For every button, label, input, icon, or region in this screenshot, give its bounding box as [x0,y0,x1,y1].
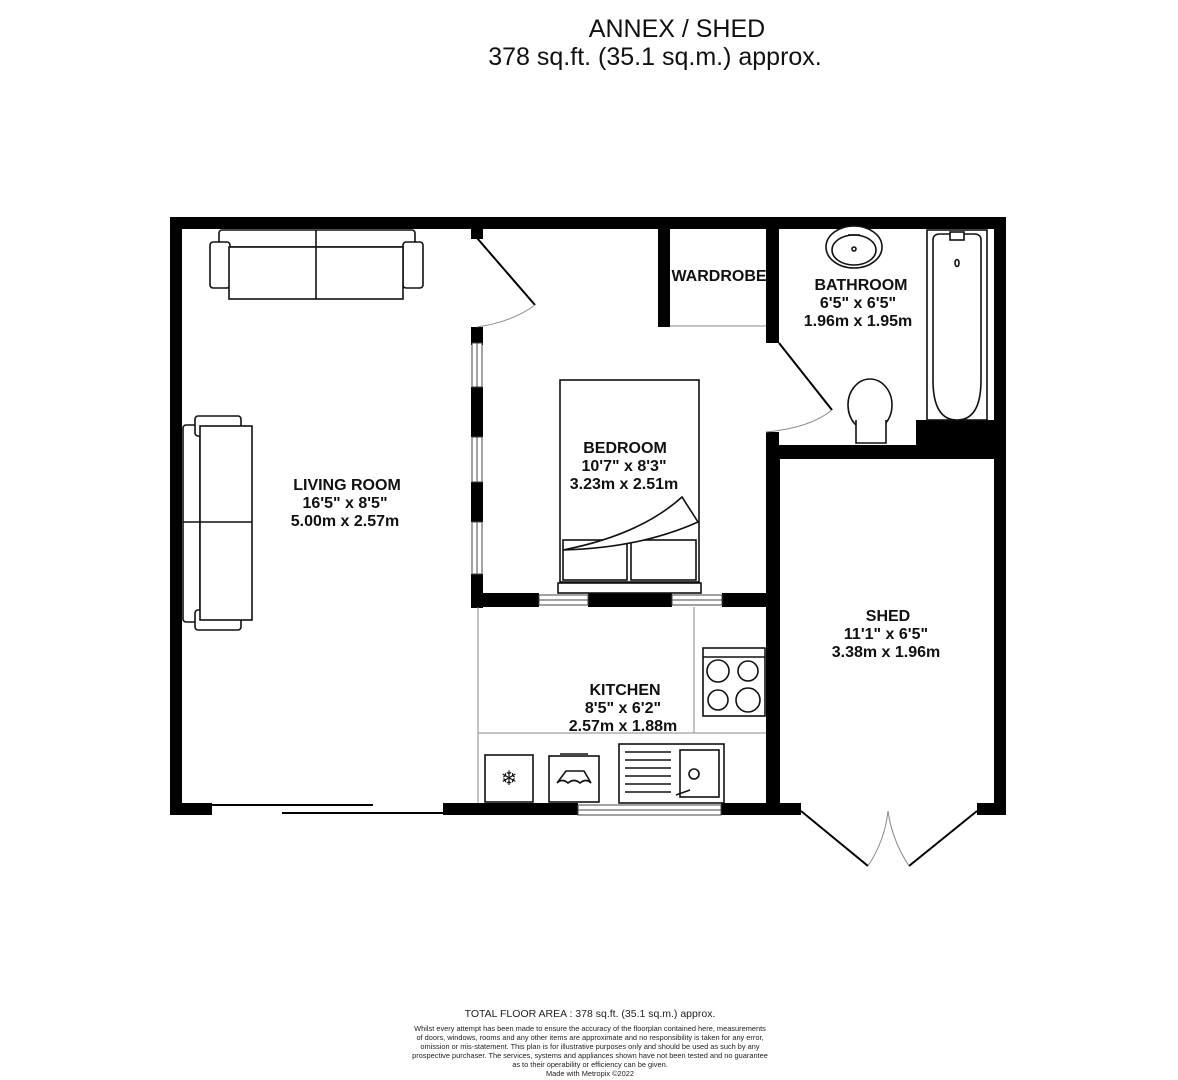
disclaimer-line: omission or mis-statement. This plan is … [420,1042,760,1052]
bedroom-imperial: 10'7" x 8'3" [581,458,666,475]
bathroom-metric: 1.96m x 1.95m [804,313,913,330]
plan-title: ANNEX / SHED [588,15,766,43]
disclaimer-line: Whilst every attempt has been made to en… [414,1024,766,1033]
kitchen-imperial: 8'5" x 6'2" [585,700,661,717]
wash-basin-icon [825,225,883,269]
bedroom-metric: 3.23m x 2.51m [570,476,679,493]
disclaimer-line: of doors, windows, rooms and any other i… [416,1033,764,1043]
double-bed-icon [557,379,702,594]
room-labels: LIVING ROOM 16'5" x 8'5" 5.00m x 2.57m B… [291,268,941,735]
hob-icon [702,647,766,717]
living-room-metric: 5.00m x 2.57m [291,513,400,530]
living-room-imperial: 16'5" x 8'5" [302,495,387,512]
svg-text:❄: ❄ [501,766,518,790]
washing-machine-icon [548,753,600,803]
windows [471,342,723,816]
shed-metric: 3.38m x 1.96m [832,644,941,661]
disclaimer: Whilst every attempt has been made to en… [380,1024,800,1079]
wardrobe-name: WARDROBE [671,268,766,285]
fridge-icon: ❄ [484,754,534,803]
doors [212,237,978,867]
credit: Made with Metropix ©2022 [545,1069,635,1079]
shed-imperial: 11'1" x 6'5" [844,626,928,643]
bathroom-name: BATHROOM [814,277,907,294]
sofa-top-icon [209,229,424,300]
toilet-icon [847,378,893,444]
bathroom-imperial: 6'5" x 6'5" [820,295,896,312]
furniture: ❄ [182,225,988,804]
disclaimer-line: as to their operability or efficiency ca… [512,1060,668,1070]
kitchen-metric: 2.57m x 1.88m [569,718,678,735]
disclaimer-line: prospective purchaser. The services, sys… [412,1051,768,1061]
plan-area: 378 sq.ft. (35.1 sq.m.) approx. [488,43,822,71]
living-room-name: LIVING ROOM [293,477,401,494]
bathtub-icon [926,229,988,421]
kitchen-counters [477,607,766,803]
kitchen-name: KITCHEN [589,682,660,699]
shed-name: SHED [866,608,910,625]
walls [170,217,1006,815]
sink-drainer-icon [618,743,725,804]
bedroom-name: BEDROOM [583,440,667,457]
sofa-left-icon [182,415,253,631]
total-floor-area: TOTAL FLOOR AREA : 378 sq.ft. (35.1 sq.m… [464,1008,716,1020]
